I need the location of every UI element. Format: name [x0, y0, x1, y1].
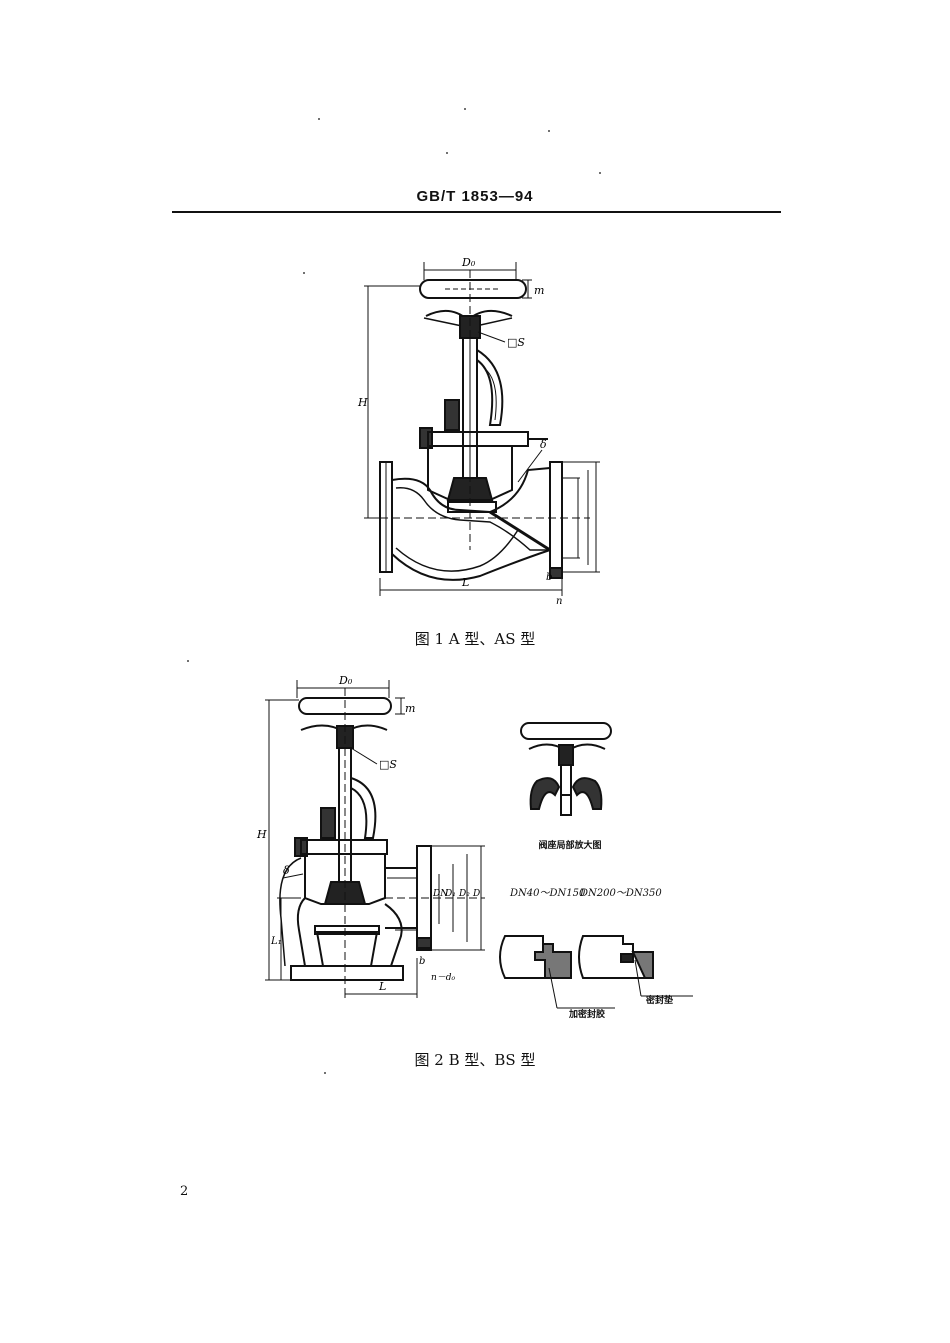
figure-1-drawing: D₀ m □S H δ L b n: [357, 256, 600, 607]
scan-speck: [324, 1072, 326, 1074]
fig1-label-s: □S: [507, 336, 525, 349]
page-number: 2: [180, 1184, 189, 1199]
scan-speck: [303, 272, 305, 274]
header-rule: [172, 211, 781, 213]
scan-speck: [318, 118, 320, 120]
figure-2-caption: 图 2 B 型、BS 型: [414, 1051, 536, 1069]
scan-speck: [599, 172, 601, 174]
fig2-label-b: b: [419, 956, 425, 967]
fig1-label-h: H: [357, 396, 368, 409]
fig2-label-d2: D₂: [458, 889, 470, 899]
fig2-label-dn: DN: [432, 889, 449, 899]
fig2-label-m: m: [405, 702, 415, 715]
seal-sections-drawing: [499, 935, 693, 1009]
fig2-label-d1: D₁: [444, 889, 456, 899]
fig2-label-s: □S: [379, 758, 397, 771]
figure-1-caption: 图 1 A 型、AS 型: [414, 630, 536, 648]
fig2-label-dh: D₀: [338, 674, 353, 687]
standard-number: GB/T 1853—94: [416, 188, 534, 205]
fig2-label-h: H: [256, 828, 267, 841]
figure-2-drawing: D₀ m □S H δ L₁ L b n－d₀ DN D₁ D₂ D: [256, 674, 485, 998]
callout-sealant: 加密封胶: [569, 1010, 606, 1020]
range-left-label: DN40～DN150: [510, 888, 586, 899]
callout-gasket: 密封垫: [646, 996, 674, 1006]
fig1-label-b: b: [546, 572, 552, 583]
scan-speck: [187, 660, 189, 662]
scan-speck: [548, 130, 550, 132]
fig1-label-l: L: [461, 576, 469, 589]
scan-speck: [446, 152, 448, 154]
fig2-label-nd0: n－d₀: [431, 973, 456, 983]
fig1-label-n: n: [556, 596, 562, 607]
fig2-label-d: D: [472, 889, 480, 899]
scan-speck: [464, 108, 466, 110]
fig1-label-delta: δ: [540, 438, 547, 451]
fig1-label-m: m: [534, 284, 544, 297]
fig2-label-l: L: [378, 980, 386, 993]
fig1-label-dh: D₀: [461, 256, 476, 269]
seat-detail-title: 阀座局部放大图: [538, 841, 602, 851]
fig2-label-l1: L₁: [270, 936, 282, 947]
fig2-label-delta: δ: [283, 864, 290, 877]
seat-detail-drawing: [520, 722, 612, 816]
range-right-label: DN200～DN350: [580, 888, 662, 899]
